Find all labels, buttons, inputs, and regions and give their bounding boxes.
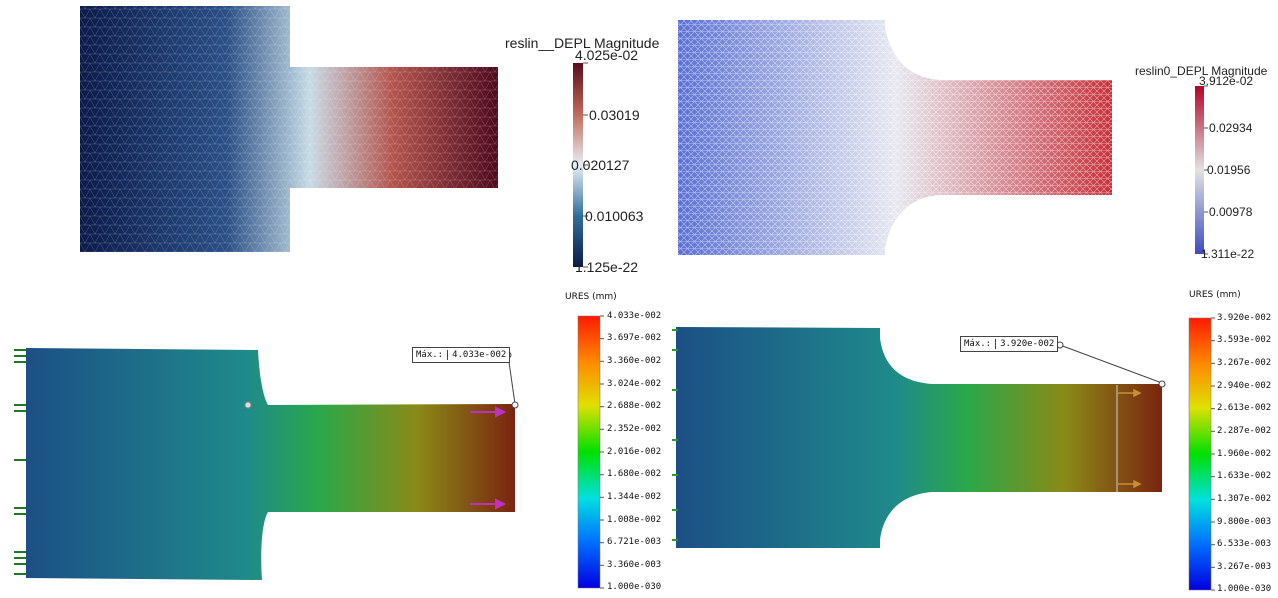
bottom-right-colorbar: URES (mm) 3.920e-002 3.593e-002 3.267e-0…: [1185, 290, 1278, 598]
colorbar-tick-label: 3.360e-002: [607, 356, 662, 366]
max-value: 4.033e-002: [452, 350, 507, 360]
colorbar-title: reslin__DEPL Magnitude: [505, 35, 660, 51]
colorbar-tick-label: 3.267e-003: [1217, 562, 1272, 572]
colorbar-tick-label: 0.01956: [1207, 163, 1251, 177]
max-value: 3.920e-002: [1000, 339, 1055, 349]
fixture-markers: [14, 349, 26, 575]
colorbar-tick-label: 0.010063: [585, 208, 644, 224]
colorbar-tick-label: 1.008e-002: [607, 515, 662, 525]
colorbar-min-label: 1.125e-22: [575, 259, 639, 275]
colorbar-tick-label: 1.344e-002: [607, 492, 662, 502]
top-right-mesh: [678, 20, 1112, 255]
colorbar-tick-label: 0.020127: [571, 157, 630, 173]
top-left-mesh: [80, 6, 498, 252]
max-label: Máx.:: [964, 339, 997, 349]
colorbar-tick-label: 3.024e-002: [607, 379, 662, 389]
colorbar-tick-label: 4.033e-002: [607, 311, 662, 321]
colorbar-tick-label: 1.307e-002: [1217, 494, 1272, 504]
colorbar-tick-label: 3.593e-002: [1217, 335, 1272, 345]
colorbar-tick-label: 0.02934: [1209, 121, 1253, 135]
colorbar-tick-label: 1.000e-030: [1217, 584, 1272, 594]
colorbar-gradient: [1195, 86, 1204, 254]
bottom-left-colorbar: URES (mm) 4.033e-002 3.697e-002 3.360e-0…: [560, 292, 670, 598]
bottom-right-result: [672, 327, 1166, 548]
colorbar-tick-label: 6.533e-003: [1217, 539, 1272, 549]
colorbar-tick-label: 3.360e-003: [607, 560, 662, 570]
max-value-callout: Máx.: 4.033e-002: [412, 347, 511, 363]
max-label: Máx.:: [416, 350, 449, 360]
colorbar-tick-label: 1.680e-002: [607, 469, 662, 479]
colorbar-tick-label: 3.920e-002: [1217, 313, 1272, 323]
top-right-colorbar: reslin0_DEPL Magnitude 3.912e-02 0.02934…: [1135, 64, 1278, 274]
colorbar-gradient: [1188, 317, 1212, 591]
colorbar-tick-label: 2.613e-002: [1217, 403, 1272, 413]
colorbar-max-label: 4.025e-02: [575, 47, 639, 63]
colorbar-tick-label: 3.697e-002: [607, 333, 662, 343]
colorbar-tick-label: 1.633e-002: [1217, 471, 1272, 481]
colorbar-title: reslin0_DEPL Magnitude: [1135, 64, 1268, 78]
colorbar-max-label: 3.912e-02: [1199, 74, 1254, 88]
load-arrows: [1117, 388, 1142, 489]
top-right-mesh-panel: [670, 0, 1120, 290]
fixture-markers: [672, 329, 678, 541]
top-left-colorbar: reslin__DEPL Magnitude 4.025e-02 0.03019…: [505, 35, 665, 280]
colorbar-tick-label: 3.267e-002: [1217, 358, 1272, 368]
colorbar-tick-label: 1.000e-030: [607, 582, 662, 592]
colorbar-tick-label: 0.00978: [1209, 205, 1253, 219]
colorbar-tick-label: 2.352e-002: [607, 424, 662, 434]
bottom-right-result-panel: Máx.: 3.920e-002: [670, 290, 1180, 598]
colorbar-tick-label: 0.03019: [589, 107, 640, 123]
max-value-callout: Máx.: 3.920e-002: [960, 336, 1059, 352]
colorbar-min-label: 1.311e-22: [1201, 247, 1255, 261]
colorbar-title: URES (mm): [1189, 290, 1241, 300]
colorbar-gradient: [577, 315, 601, 589]
colorbar-tick-label: 2.016e-002: [607, 447, 662, 457]
top-left-mesh-panel: [0, 0, 540, 290]
colorbar-tick-label: 2.688e-002: [607, 401, 662, 411]
colorbar-tick-label: 2.287e-002: [1217, 426, 1272, 436]
bottom-left-result-panel: Máx.: 4.033e-002: [0, 290, 560, 598]
colorbar-title: URES (mm): [565, 292, 617, 302]
colorbar-tick-label: 6.721e-003: [607, 537, 662, 547]
colorbar-tick-label: 2.940e-002: [1217, 381, 1272, 391]
colorbar-gradient: [573, 63, 583, 267]
load-arrows: [470, 406, 507, 510]
colorbar-tick-label: 1.960e-002: [1217, 449, 1272, 459]
colorbar-tick-label: 9.800e-003: [1217, 517, 1272, 527]
bottom-left-result: [14, 348, 519, 580]
